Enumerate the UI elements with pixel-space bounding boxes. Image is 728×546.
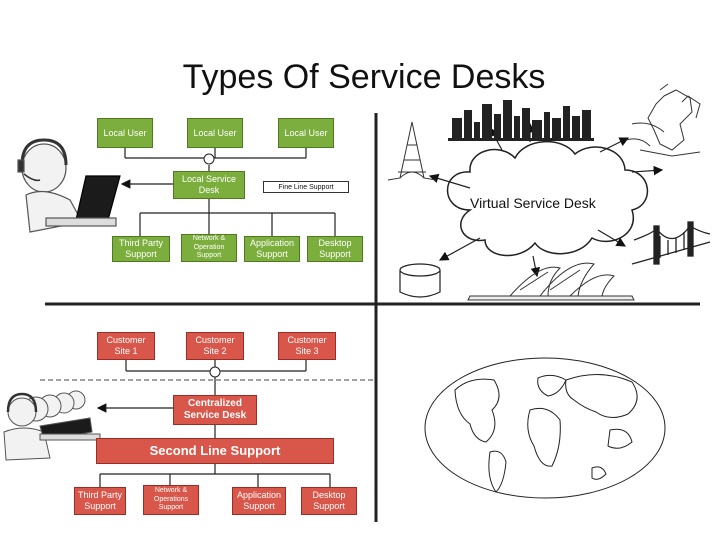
database-icon (399, 263, 441, 298)
virtual-service-desk-label: Virtual Service Desk (470, 195, 596, 211)
central-desktop-support-box[interactable]: Desktop Support (301, 487, 357, 515)
statue-of-liberty-icon (625, 83, 701, 157)
local-network-operation-support-box[interactable]: Network & Operation Support (181, 234, 237, 262)
world-map-icon (424, 357, 666, 499)
local-user-3-box[interactable]: Local User (278, 118, 334, 148)
local-user-2-box[interactable]: Local User (187, 118, 243, 148)
customer-site-1-box[interactable]: Customer Site 1 (97, 332, 155, 360)
customer-site-3-box[interactable]: Customer Site 3 (278, 332, 336, 360)
city-skyline-icon (448, 100, 594, 141)
local-junction-node (203, 153, 215, 165)
local-tree-lines (120, 147, 336, 236)
central-application-support-box[interactable]: Application Support (232, 487, 286, 515)
local-service-desk-box[interactable]: Local Service Desk (173, 171, 245, 199)
second-line-support-box[interactable]: Second Line Support (96, 438, 334, 464)
page-title: Types Of Service Desks (182, 58, 546, 96)
central-junction-node (209, 366, 221, 378)
local-desktop-support-box[interactable]: Desktop Support (307, 236, 363, 262)
central-network-operations-support-box[interactable]: Network & Operations Support (143, 485, 199, 515)
cloud-shape (446, 141, 648, 257)
central-third-party-support-box[interactable]: Third Party Support (74, 487, 126, 515)
operator-laptop-icon (17, 138, 121, 233)
local-application-support-box[interactable]: Application Support (244, 236, 300, 262)
call-center-operators-icon (3, 390, 101, 461)
customer-site-2-box[interactable]: Customer Site 2 (186, 332, 244, 360)
centralized-service-desk-box[interactable]: Centralized Service Desk (173, 395, 257, 425)
local-user-1-box[interactable]: Local User (97, 118, 153, 148)
local-third-party-support-box[interactable]: Third Party Support (112, 236, 170, 262)
fine-line-support-box[interactable]: Fine Line Support (263, 181, 349, 193)
eiffel-tower-icon (387, 121, 437, 181)
opera-house-icon (467, 262, 635, 301)
bridge-icon (631, 221, 711, 265)
